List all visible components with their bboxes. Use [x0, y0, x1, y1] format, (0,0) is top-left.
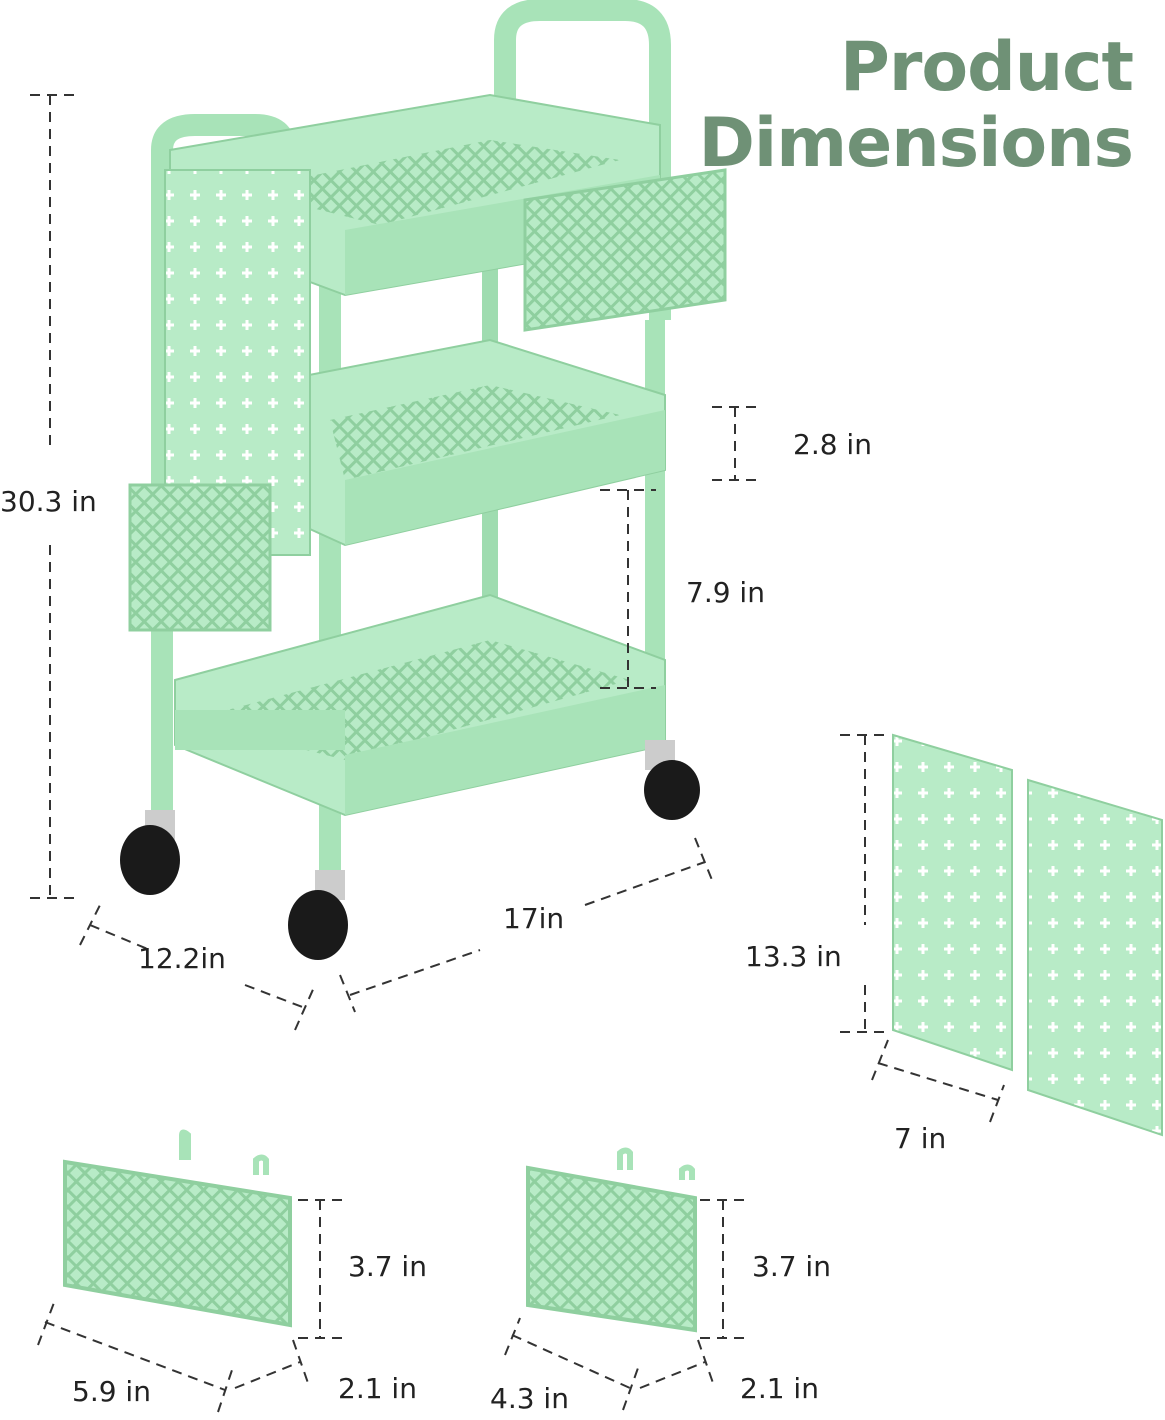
- dimension-lines: [30, 94, 1005, 1413]
- small-basket: [526, 1147, 697, 1333]
- width-label: 17in: [503, 902, 565, 935]
- height-label: 30.3 in: [0, 485, 97, 518]
- wheel: [644, 740, 700, 820]
- pegboard-panels: [892, 733, 1163, 1137]
- pegboard-height-label: 13.3 in: [745, 940, 842, 973]
- page-title: Product Dimensions: [698, 28, 1134, 183]
- large-basket: [63, 1129, 292, 1328]
- wheel: [120, 810, 180, 895]
- small-basket-height-label: 3.7 in: [752, 1250, 831, 1283]
- rolling-cart: [120, 0, 727, 960]
- pegboard-width-label: 7 in: [894, 1122, 947, 1155]
- depth-label: 12.2in: [138, 942, 226, 975]
- wheel: [288, 870, 348, 960]
- tier-gap-top-label: 2.8 in: [793, 428, 872, 461]
- large-basket-height-label: 3.7 in: [348, 1250, 427, 1283]
- large-basket-width-label: 5.9 in: [72, 1375, 151, 1408]
- title-line-1: Product: [840, 28, 1134, 107]
- tier-gap-label: 7.9 in: [686, 576, 765, 609]
- large-basket-depth-label: 2.1 in: [338, 1372, 417, 1405]
- small-basket-width-label: 4.3 in: [490, 1382, 569, 1415]
- title-line-2: Dimensions: [698, 104, 1134, 183]
- small-basket-depth-label: 2.1 in: [740, 1372, 819, 1405]
